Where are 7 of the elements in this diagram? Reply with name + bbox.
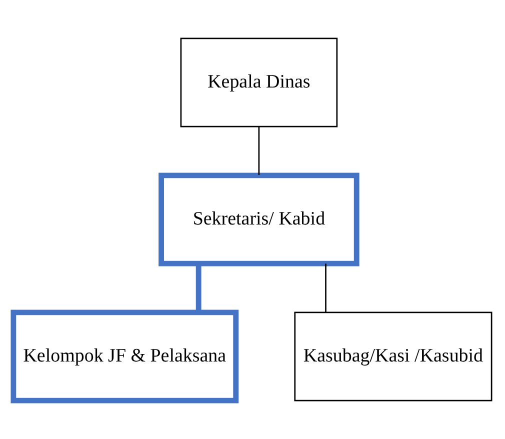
node-box: Kepala Dinas [180,38,338,128]
node-box: Sekretaris/ Kabid [158,172,360,266]
connector [325,264,326,312]
connector [258,126,260,175]
node-box: Kelompok JF & Pelaksana [10,310,239,404]
node-box: Kasubag/Kasi /Kasubid [294,312,492,402]
connector [196,264,202,312]
